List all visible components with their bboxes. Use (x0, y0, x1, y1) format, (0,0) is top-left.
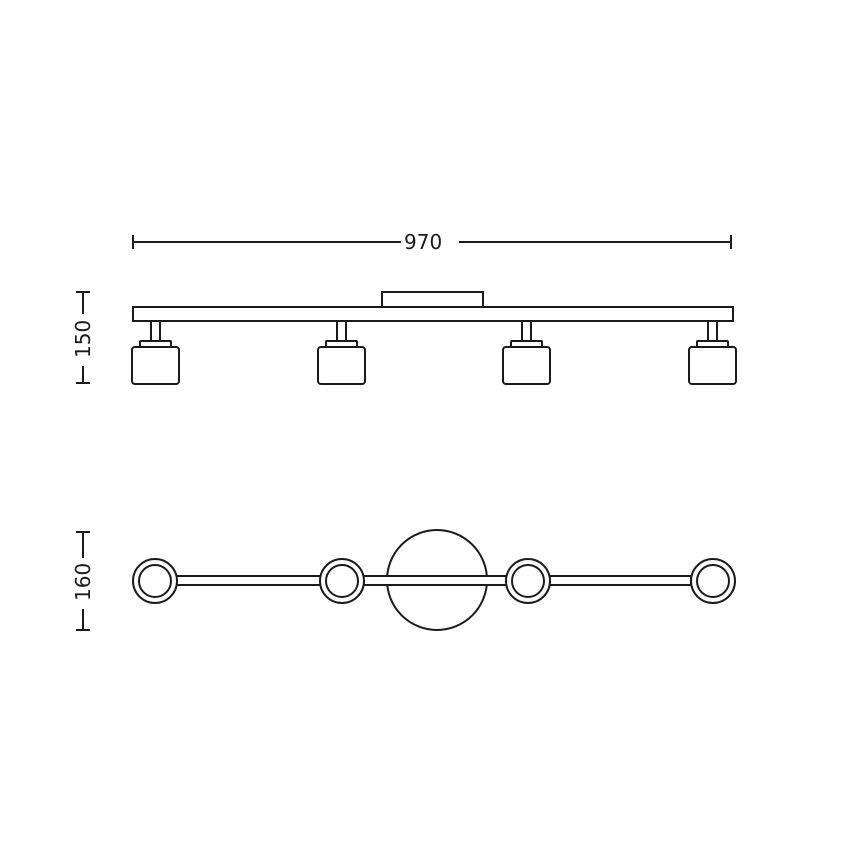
spotlight-bottom-1 (132, 558, 178, 604)
height-dimension-line (76, 291, 90, 384)
spotlight-front-4 (688, 320, 737, 385)
bottom-view (132, 529, 736, 631)
canopy (381, 291, 484, 308)
width-label: 970 (404, 230, 443, 254)
spotlight-bottom-3 (505, 558, 551, 604)
depth-dimension-line (76, 531, 90, 631)
front-view (131, 291, 737, 385)
depth-label: 160 (71, 562, 95, 601)
spotlight-front-3 (502, 320, 551, 385)
spotlight-front-2 (317, 320, 366, 385)
spotlight-bottom-2 (319, 558, 365, 604)
track-bar (132, 306, 734, 322)
width-dimension-line (132, 235, 732, 249)
height-label: 150 (71, 319, 95, 358)
spotlight-bottom-4 (690, 558, 736, 604)
spotlight-front-1 (131, 320, 180, 385)
track-bar-bottom (175, 575, 692, 586)
